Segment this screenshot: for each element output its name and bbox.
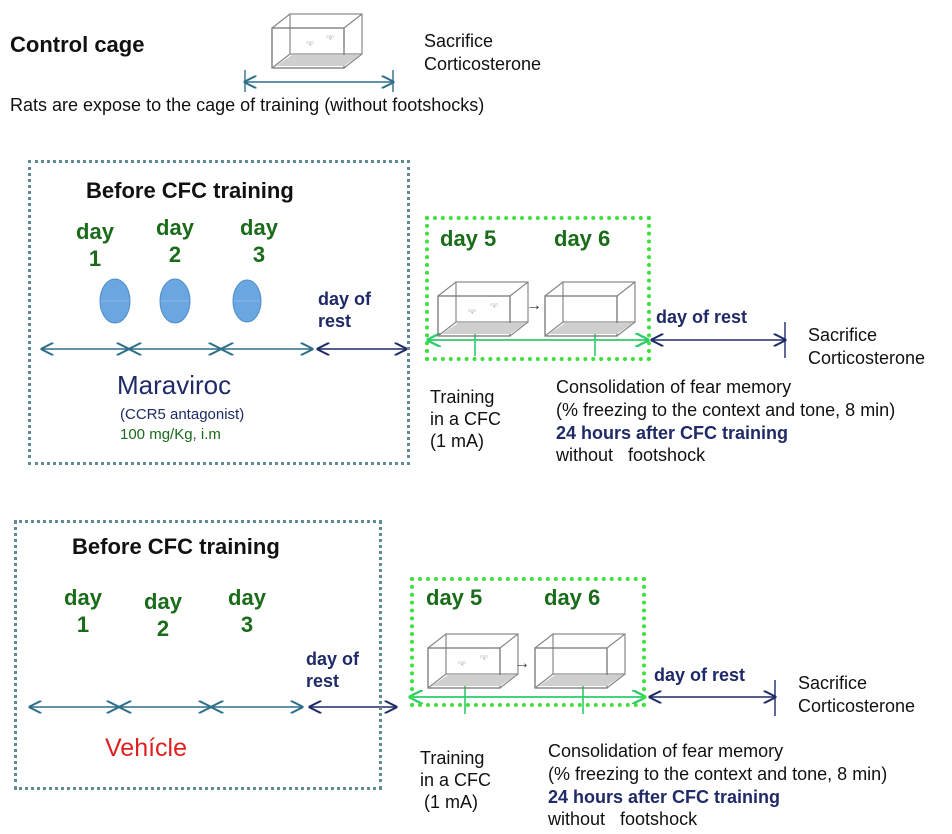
control-cage-title: Control cage	[10, 32, 145, 57]
panel-b-before-title: Before CFC training	[72, 534, 280, 559]
svg-text:ಞ: ಞ	[490, 300, 498, 310]
control-sacrifice: Sacrifice	[424, 31, 494, 51]
panel-b-without: without footshock	[548, 809, 698, 829]
svg-text:ಞ: ಞ	[458, 658, 466, 668]
control-exposure-text: Rats are expose to the cage of training …	[10, 95, 485, 115]
cage-transition-arrow-icon: →	[514, 655, 530, 672]
panel-b-before-box	[14, 520, 382, 790]
cage-icon: ಞ ಞ	[427, 633, 519, 689]
panel-a-consolidation: Consolidation of fear memory	[556, 377, 792, 397]
panel-a-before-box	[28, 160, 410, 465]
panel-b-rest2: day of rest	[654, 665, 746, 685]
control-corticosterone: Corticosterone	[424, 54, 542, 74]
panel-b-hours: 24 hours after CFC training	[548, 787, 781, 807]
panel-a-sacrifice: Sacrifice	[808, 325, 878, 345]
panel-b-training-box	[410, 577, 646, 707]
svg-text:ಞ: ಞ	[480, 652, 488, 662]
panel-a-dose: 100 mg/Kg, i.m	[120, 426, 221, 443]
pill-icon	[99, 278, 131, 324]
cage-icon: ಞ ಞ	[437, 281, 529, 337]
panel-a-training-box	[425, 216, 651, 361]
panel-a-before-title: Before CFC training	[86, 178, 294, 203]
cage-transition-arrow-icon: →	[526, 297, 542, 314]
pill-icon	[232, 279, 262, 323]
panel-a-drug: Maraviroc	[117, 370, 232, 400]
panel-b-corticosterone: Corticosterone	[798, 696, 916, 716]
panel-a-hours: 24 hours after CFC training	[556, 423, 789, 443]
panel-b-freezing: (% freezing to the context and tone, 8 m…	[548, 764, 888, 784]
panel-b-sacrifice: Sacrifice	[798, 673, 868, 693]
panel-b-day6: day 6	[544, 585, 601, 610]
panel-a-drug-class: (CCR5 antagonist)	[120, 406, 245, 423]
svg-text:ಞ: ಞ	[326, 32, 334, 42]
panel-a-corticosterone: Corticosterone	[808, 348, 926, 368]
panel-a-without: without footshock	[556, 445, 706, 465]
panel-a-day5: day 5	[440, 226, 497, 251]
panel-b-vehicle: Vehícle	[105, 734, 188, 762]
cage-icon: ಞ ಞ	[271, 13, 363, 69]
panel-b-consolidation: Consolidation of fear memory	[548, 741, 784, 761]
panel-b-day5: day 5	[426, 585, 483, 610]
svg-text:ಞ: ಞ	[306, 38, 314, 48]
panel-a-rest2: day of rest	[656, 307, 748, 327]
panel-a-day6: day 6	[554, 226, 611, 251]
panel-a-freezing: (% freezing to the context and tone, 8 m…	[556, 400, 896, 420]
svg-text:ಞ: ಞ	[468, 306, 476, 316]
pill-icon	[159, 278, 191, 324]
